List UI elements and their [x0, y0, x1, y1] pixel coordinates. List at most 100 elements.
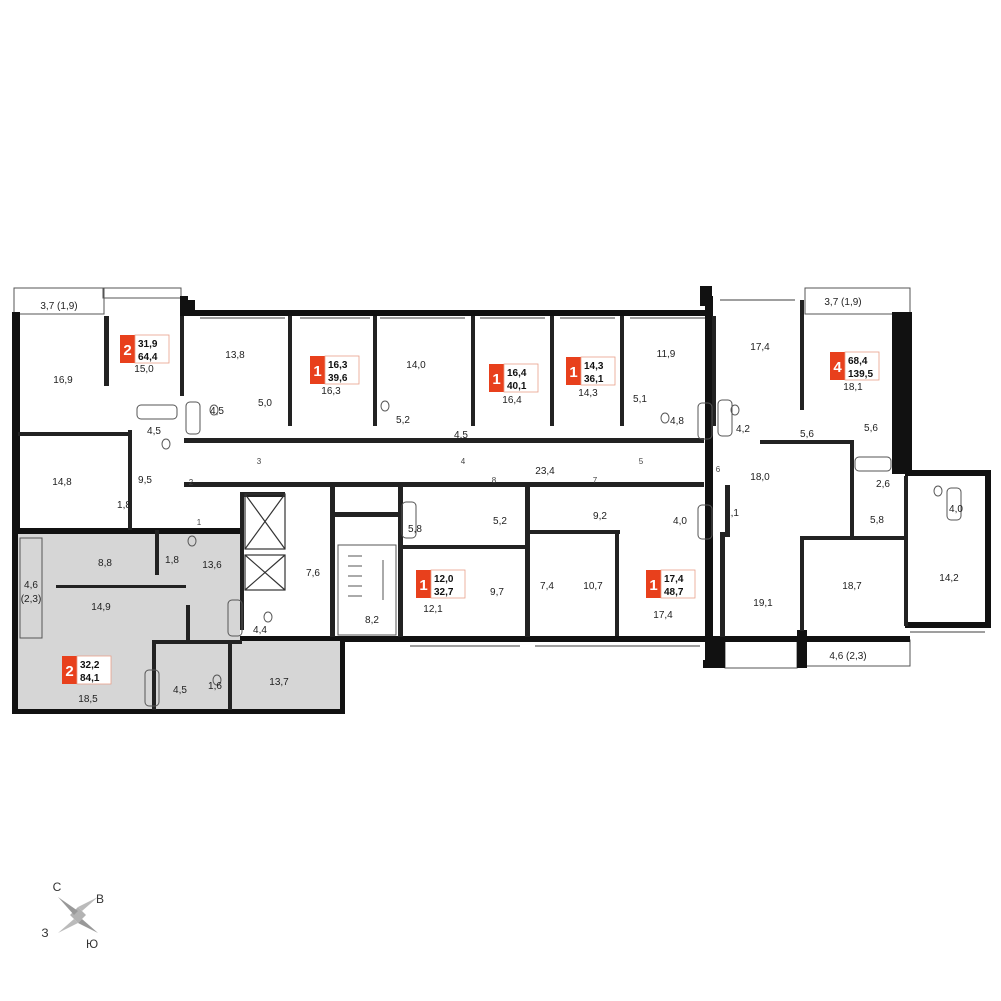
apartment-area-box: [324, 355, 360, 385]
bathtubs: [136, 399, 962, 707]
apartment-area-box: [430, 569, 466, 599]
room-area-label: 4,4: [253, 625, 267, 636]
room-area-label: 5,2: [493, 516, 507, 527]
apartment-living-area: 32,2: [80, 660, 100, 671]
room-area-label: 10,7: [583, 581, 603, 592]
room-area-label: 9,7: [490, 587, 504, 598]
room-area-label: 2,6: [876, 479, 890, 490]
room-area-label: 4,2: [736, 424, 750, 435]
apartment-rooms-count: 2: [65, 663, 73, 680]
room-area-label: 12,1: [423, 604, 443, 615]
apartment-area-box: [134, 334, 170, 364]
apartment-rooms-count: 1: [649, 577, 657, 594]
apartment-badge-box: [566, 357, 581, 385]
entrance-number-label: 8: [492, 476, 497, 485]
room-area-label: 13,6: [202, 560, 222, 571]
apartment-living-area: 16,4: [507, 368, 527, 379]
room-area-label: 2,1: [725, 508, 739, 519]
elevator-shafts: [244, 493, 286, 591]
room-area-label: 1,8: [165, 555, 179, 566]
compass-south-label: Ю: [86, 937, 98, 951]
apartment-total-area: 40,1: [507, 381, 527, 392]
compass-east-label: В: [96, 892, 104, 906]
room-area-label: 18,0: [750, 472, 770, 483]
room-area-label: 14,8: [52, 477, 72, 488]
apartment-badge[interactable]: 4 68,4 139,5: [830, 351, 880, 381]
entrance-number-label: 5: [639, 457, 644, 466]
apartment-area-box: [844, 351, 880, 381]
entrance-number-label: 4: [461, 457, 466, 466]
room-area-label: 9,5: [138, 475, 152, 486]
apartment-area-box: [660, 569, 696, 599]
room-area-label: 19,1: [753, 598, 773, 609]
apartment-total-area: 139,5: [848, 369, 873, 380]
apartment-rooms-count: 1: [492, 371, 500, 388]
entrance-number-label: 3: [257, 457, 262, 466]
room-area-label: 5,6: [864, 423, 878, 434]
apartment-area-box: [503, 363, 539, 393]
apartment-living-area: 17,4: [664, 574, 684, 585]
entrance-number-label: 7: [593, 476, 598, 485]
room-area-label: 5,1: [633, 394, 647, 405]
room-area-label: 14,2: [939, 573, 959, 584]
apartment-living-area: 31,9: [138, 339, 158, 350]
apartment-badge-box: [62, 656, 77, 684]
compass-north-label: С: [53, 880, 62, 894]
room-area-label: 13,8: [225, 350, 245, 361]
room-area-label: 18,5: [78, 694, 98, 705]
apartment-total-area: 84,1: [80, 673, 100, 684]
room-area-label: 1,6: [208, 681, 222, 692]
apartment-total-area: 39,6: [328, 373, 348, 384]
entrance-number-label: 2: [189, 478, 194, 487]
room-area-label: 4,5: [210, 406, 224, 417]
apartment-area-box: [580, 356, 616, 386]
apartment-total-area: 64,4: [138, 352, 158, 363]
room-area-label: 11,9: [657, 349, 676, 360]
room-area-label: 13,7: [269, 677, 289, 688]
room-area-label: 14,0: [406, 360, 426, 371]
apartment-badge-box: [120, 335, 135, 363]
room-area-label: 4,6: [24, 580, 38, 591]
room-area-label: 5,8: [870, 515, 884, 526]
apartment-badge[interactable]: 2 32,2 84,1: [62, 655, 112, 685]
apartment-badge-box: [310, 356, 325, 384]
room-area-label: 16,4: [502, 395, 522, 406]
room-area-label: 4,6 (2,3): [829, 651, 866, 662]
room-area-label: 8,2: [365, 615, 379, 626]
apartment-living-area: 12,0: [434, 574, 454, 585]
apartment-badge[interactable]: 1 16,4 40,1: [489, 363, 539, 393]
entrance-number-label: 6: [716, 465, 721, 474]
apartment-total-area: 32,7: [434, 587, 454, 598]
apartment-area-box: [76, 655, 112, 685]
room-area-label: 17,4: [750, 342, 770, 353]
room-area-label: 18,7: [842, 581, 862, 592]
apartment-badge-box: [416, 570, 431, 598]
apartment-living-area: 68,4: [848, 356, 868, 367]
room-area-label: 4,5: [147, 426, 161, 437]
room-area-label: 16,3: [321, 386, 341, 397]
windows: [200, 299, 985, 647]
apartment-living-area: 14,3: [584, 361, 604, 372]
room-area-label: 9,2: [593, 511, 607, 522]
apartment-living-area: 16,3: [328, 360, 348, 371]
room-labels: 3,7 (1,9)16,915,014,84,59,51,81213,84,55…: [21, 297, 964, 705]
compass: С В З Ю: [41, 880, 104, 951]
room-area-label: 7,6: [306, 568, 320, 579]
room-area-label: 18,1: [843, 382, 863, 393]
room-area-label: 3,7 (1,9): [40, 301, 77, 312]
apartment-badge-box: [646, 570, 661, 598]
room-area-label: 23,4: [535, 466, 555, 477]
interior-walls: [18, 300, 908, 710]
room-area-label: 5,2: [396, 415, 410, 426]
toilets: [161, 400, 943, 686]
apartment-rooms-count: 4: [833, 359, 842, 376]
compass-west-label: З: [41, 926, 48, 940]
room-area-label: 14,3: [578, 388, 598, 399]
room-area-label: 7,4: [540, 581, 554, 592]
